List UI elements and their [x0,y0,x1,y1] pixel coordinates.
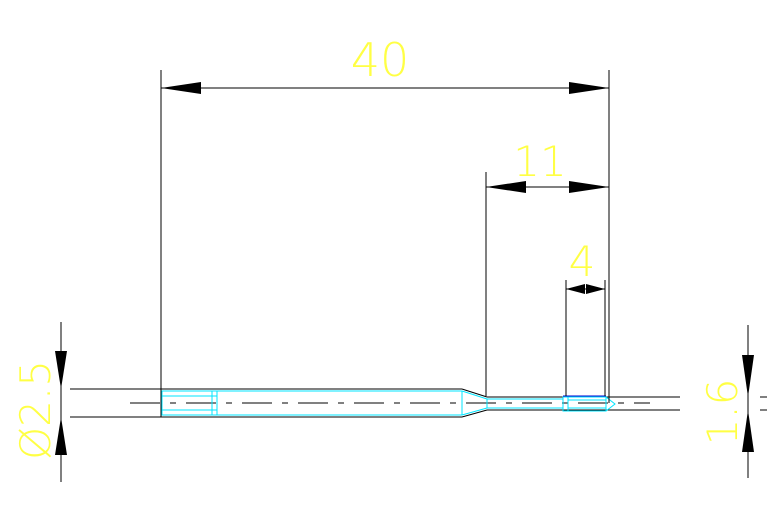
dimension-lines [60,70,767,482]
arrow-tip-diameter-bottom [742,410,754,452]
arrow-4-right [586,284,605,294]
arrow-40-right [569,82,609,94]
taper-detail-bottom [461,407,488,416]
taper-top-edge [461,388,488,398]
dim-text-tip-diameter: 1.6 [698,379,747,446]
left-bore [161,390,218,416]
arrow-diameter-bottom [55,417,67,455]
arrow-40-left [161,82,201,94]
part-detail [161,390,616,416]
arrow-11-left [486,181,526,193]
dim-text-segment-length: 11 [513,137,566,186]
taper-detail-top [461,390,488,400]
arrow-4-left [566,284,585,294]
taper-bottom-edge [461,409,488,418]
part-outline [70,388,680,418]
arrow-diameter-top [55,351,67,389]
arrow-11-right [569,181,609,193]
tip-bore [562,396,607,412]
dim-text-main-diameter: Ø2.5 [11,360,60,460]
dim-text-tip-length: 4 [569,237,596,286]
dim-text-overall-length: 40 [351,33,410,87]
arrowheads [55,82,754,455]
arrow-tip-diameter-top [742,355,754,397]
